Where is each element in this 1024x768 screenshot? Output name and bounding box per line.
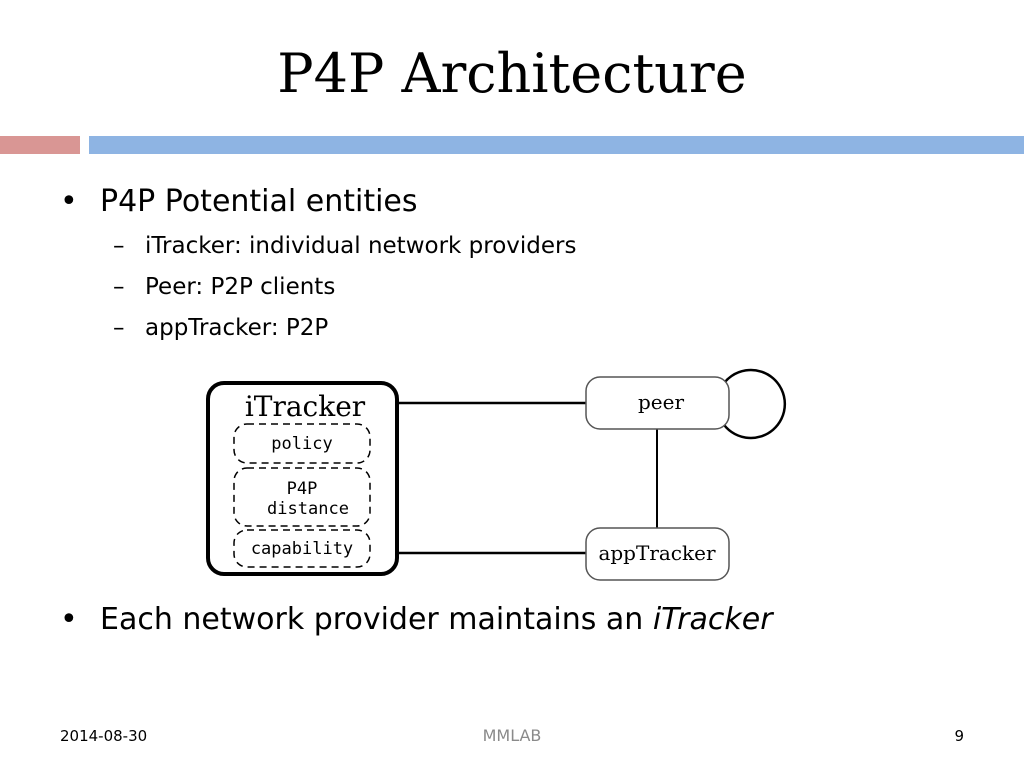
sub-bullet-item: –iTracker: individual network providers [113,230,576,262]
footer-center: MMLAB [482,726,542,745]
apptracker-label: appTracker [598,541,716,565]
distance-label: distance [267,499,349,519]
sub-bullet-dash: – [113,315,125,341]
bullet-text: P4P Potential entities [100,184,418,219]
sub-bullet-dash: – [113,274,125,300]
p4p-distance-module [233,467,371,527]
sub-bullet-item: –Peer: P2P clients [113,271,335,303]
bullet-item: • Each network provider maintains an iTra… [60,600,773,640]
slide-title: P4P Architecture [277,42,747,105]
capability-label: capability [251,539,353,559]
policy-module [233,423,371,464]
accent-bar-right [89,136,1024,154]
policy-label: policy [271,434,332,454]
apptracker-box [585,527,730,581]
itracker-title: iTracker [245,390,366,423]
capability-module [233,529,371,568]
sub-bullet-item: –appTracker: P2P [113,312,328,344]
footer-date: 2014-08-30 [60,727,148,745]
peer-self-loop [720,368,787,440]
bullet-dot: • [60,602,78,637]
itracker-box [206,381,399,576]
architecture-diagram: iTracker policy P4P distance capability … [206,368,787,581]
accent-bar-left [0,136,80,154]
sub-bullet-dash: – [113,233,125,259]
sub-bullet-text: iTracker: individual network providers [145,233,577,259]
peer-box [585,376,730,430]
p4p-label: P4P [287,479,318,499]
bullet-item: • P4P Potential entities [60,182,418,222]
sub-bullet-text: appTracker: P2P [145,315,329,341]
sub-bullet-text: Peer: P2P clients [145,274,336,300]
bullet-emphasis: iTracker [652,602,773,637]
footer-page-number: 9 [954,727,964,745]
bullet-text: Each network provider maintains an [100,602,653,637]
peer-label: peer [638,390,684,414]
bullet-dot: • [60,184,78,219]
